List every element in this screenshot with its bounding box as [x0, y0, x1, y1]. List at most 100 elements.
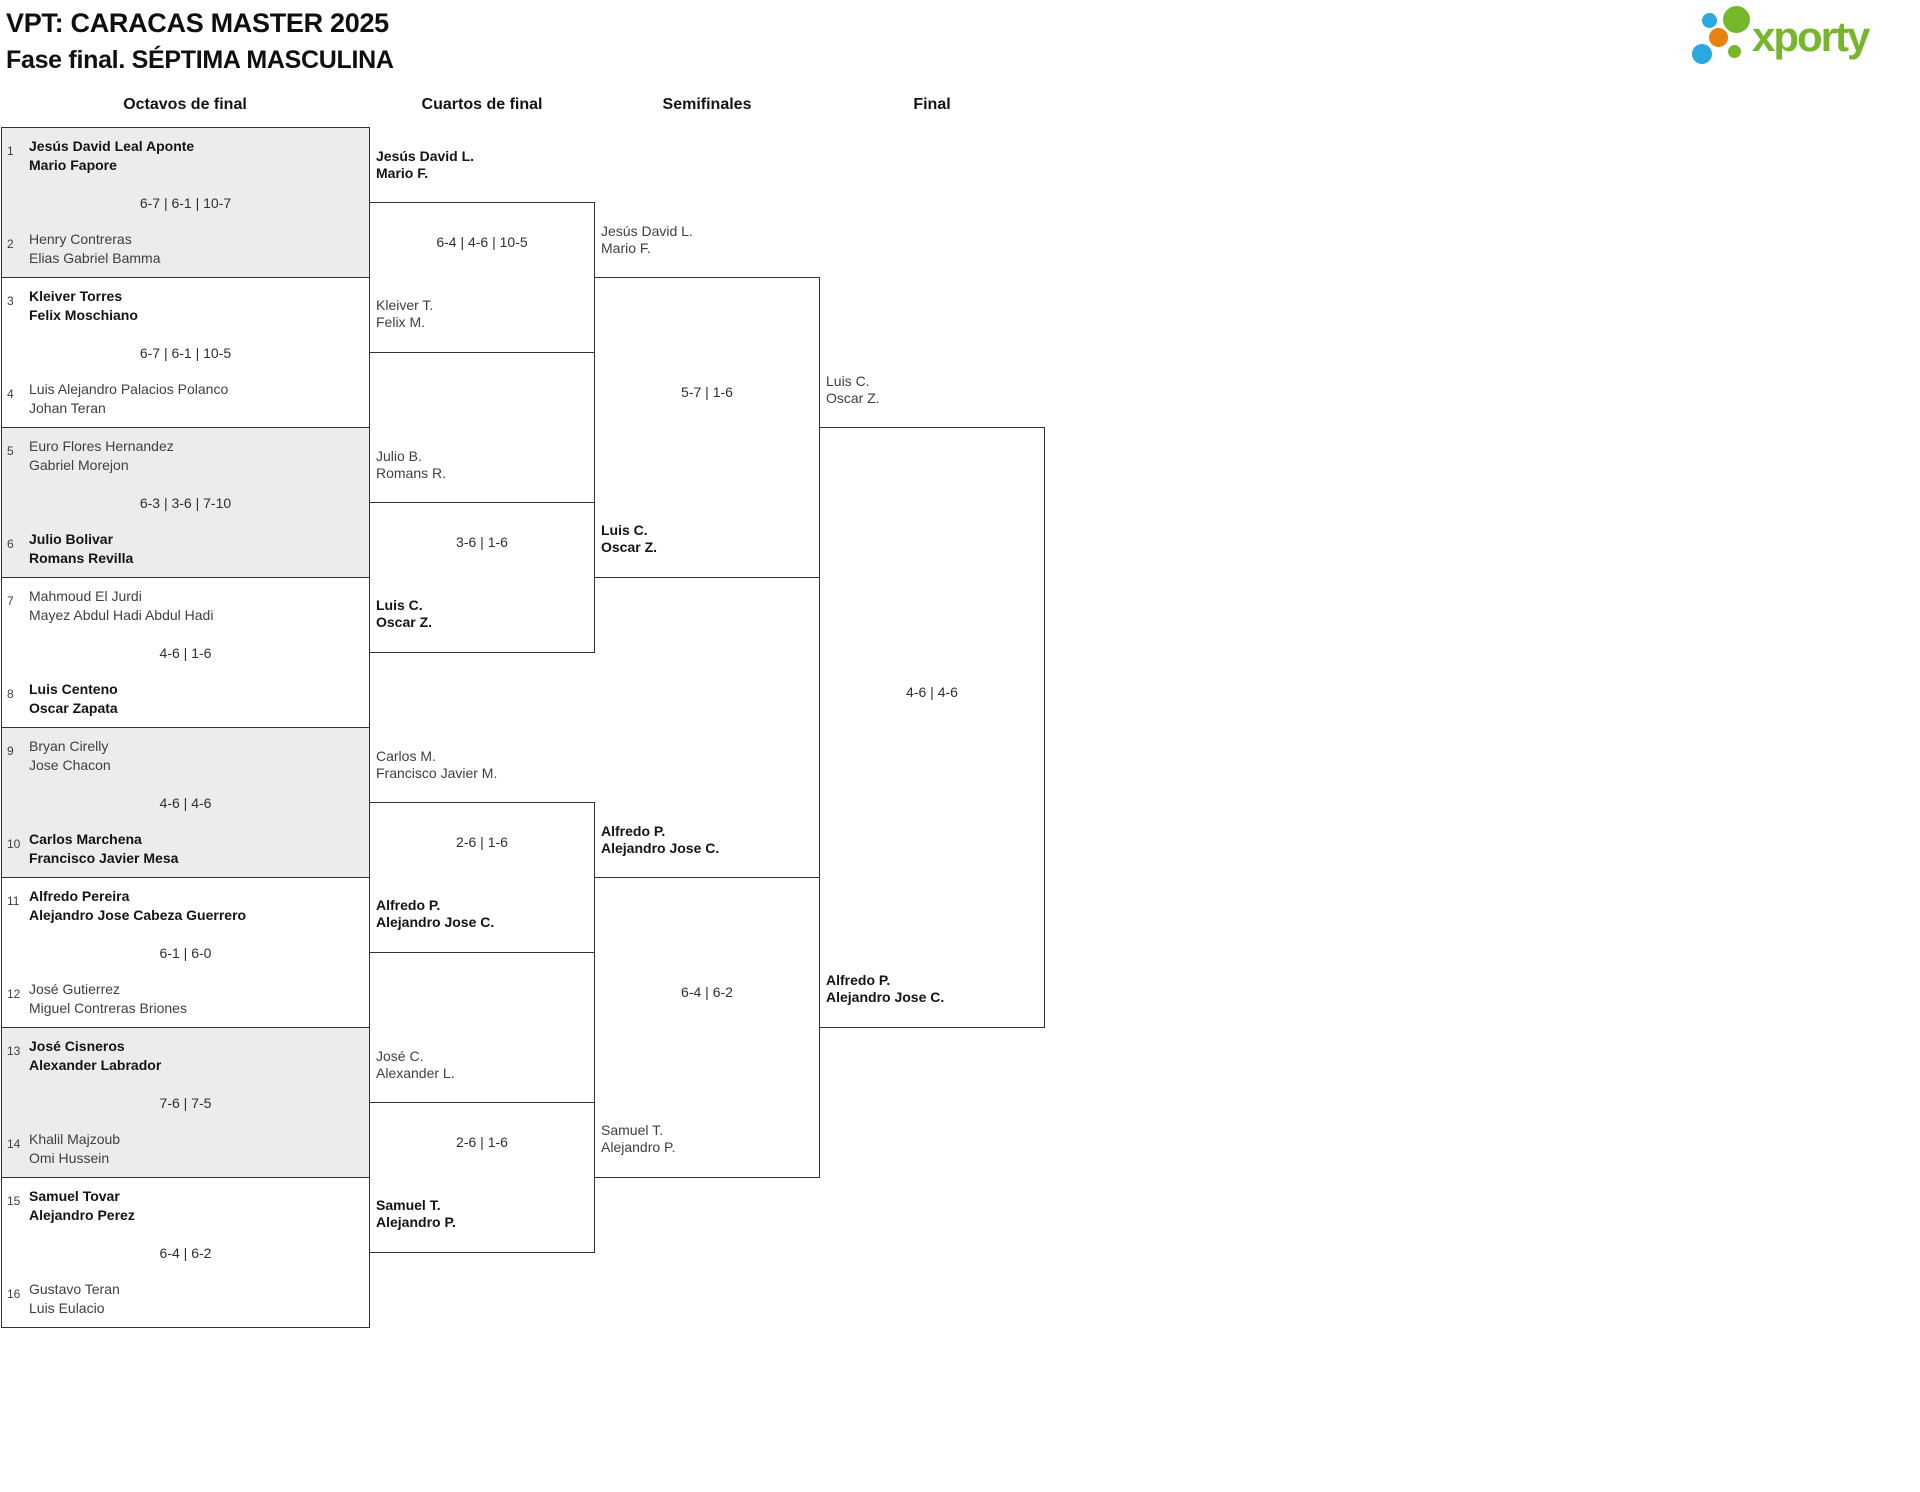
team-pair: Julio Bolivar Romans Revilla: [29, 530, 363, 568]
team-pair: Samuel T. Alejandro P.: [376, 1197, 456, 1231]
match-score: 2-6 | 1-6: [456, 1133, 508, 1150]
team-pair: Henry Contreras Elias Gabriel Bamma: [29, 230, 363, 268]
player-name: Kleiver T.: [376, 297, 434, 313]
player-name: Omi Hussein: [29, 1150, 110, 1166]
player-name: Gustavo Teran: [29, 1281, 120, 1297]
seed-number: 16: [7, 1287, 21, 1301]
logo-dot-icon: [1702, 13, 1717, 28]
team-pair: Alfredo P. Alejandro Jose C.: [376, 897, 494, 931]
player-name: Kleiver Torres: [29, 288, 123, 304]
player-name: Henry Contreras: [29, 231, 132, 247]
team-pair: Mahmoud El Jurdi Mayez Abdul Hadi Abdul …: [29, 587, 363, 625]
match-score: 6-4 | 4-6 | 10-5: [436, 233, 528, 250]
team-pair: Bryan Cirelly Jose Chacon: [29, 737, 363, 775]
r16-match-4: 7 Mahmoud El Jurdi Mayez Abdul Hadi Abdu…: [1, 577, 370, 728]
player-name: José C.: [376, 1048, 424, 1064]
player-name: Mario F.: [601, 240, 651, 256]
r16-match-3: 5 Euro Flores Hernandez Gabriel Morejon …: [1, 427, 370, 578]
seed-number: 12: [7, 987, 21, 1001]
seed-number: 13: [7, 1044, 21, 1058]
seed-number: 6: [7, 537, 14, 551]
player-name: Romans Revilla: [29, 550, 134, 566]
team-pair: Julio B. Romans R.: [376, 448, 446, 482]
team-pair: Alfredo P. Alejandro Jose C.: [826, 972, 944, 1006]
player-name: Luis C.: [376, 597, 423, 613]
team-pair: Khalil Majzoub Omi Hussein: [29, 1130, 363, 1168]
player-name: Luis Alejandro Palacios Polanco: [29, 381, 229, 397]
player-name: Euro Flores Hernandez: [29, 438, 174, 454]
player-name: Alejandro Jose C.: [826, 989, 945, 1005]
logo-dot-icon: [1728, 45, 1741, 58]
player-name: Gabriel Morejon: [29, 457, 129, 473]
match-score: 4-6 | 4-6: [906, 683, 958, 700]
team-pair: Luis C. Oscar Z.: [601, 522, 657, 556]
player-name: Alejandro Jose Cabeza Guerrero: [29, 907, 247, 923]
player-name: Francisco Javier Mesa: [29, 850, 179, 866]
player-name: Alexander L.: [376, 1065, 455, 1081]
player-name: José Gutierrez: [29, 981, 121, 997]
player-name: Julio Bolivar: [29, 531, 114, 547]
team-pair: Carlos M. Francisco Javier M.: [376, 748, 497, 782]
player-name: Samuel Tovar: [29, 1188, 120, 1204]
team-pair: José Gutierrez Miguel Contreras Briones: [29, 980, 363, 1018]
xporty-logo: xporty: [1690, 4, 1915, 66]
player-name: Alfredo P.: [376, 897, 441, 913]
player-name: Oscar Z.: [826, 390, 880, 406]
team-pair: Gustavo Teran Luis Eulacio: [29, 1280, 363, 1318]
player-name: Alejandro P.: [601, 1139, 676, 1155]
player-name: Alejandro Jose C.: [376, 914, 495, 930]
match-score: 4-6 | 4-6: [159, 794, 212, 811]
seed-number: 14: [7, 1137, 21, 1151]
player-name: Luis C.: [826, 373, 870, 389]
qf-match-3: Carlos M. Francisco Javier M. 2-6 | 1-6 …: [369, 748, 595, 953]
player-name: Alfredo Pereira: [29, 888, 130, 904]
team-pair: Euro Flores Hernandez Gabriel Morejon: [29, 437, 363, 475]
match-score: 7-6 | 7-5: [159, 1094, 212, 1111]
column-header-cuartos: Cuartos de final: [421, 96, 543, 113]
match-score: 6-4 | 6-2: [681, 983, 733, 1000]
player-name: Oscar Z.: [376, 614, 433, 630]
match-score: 6-3 | 3-6 | 7-10: [139, 494, 232, 511]
player-name: Jesús David L.: [601, 223, 693, 239]
player-name: Alejandro P.: [376, 1214, 456, 1230]
player-name: Bryan Cirelly: [29, 738, 109, 754]
player-name: Mahmoud El Jurdi: [29, 588, 142, 604]
qf-match-2: Julio B. Romans R. 3-6 | 1-6 Luis C. Osc…: [369, 448, 595, 653]
player-name: Miguel Contreras Briones: [29, 1000, 187, 1016]
team-pair: Jesús David L. Mario F.: [376, 148, 474, 182]
seed-number: 2: [7, 237, 14, 251]
player-name: Alfredo P.: [601, 823, 666, 839]
player-name: Carlos Marchena: [29, 831, 142, 847]
player-name: Luis Eulacio: [29, 1300, 105, 1316]
seed-number: 3: [7, 294, 14, 308]
player-name: Alejandro Perez: [29, 1207, 135, 1223]
qf-match-1: Jesús David L. Mario F. 6-4 | 4-6 | 10-5…: [369, 148, 595, 353]
player-name: Alejandro Jose C.: [601, 840, 720, 856]
team-pair: Alfredo P. Alejandro Jose C.: [601, 823, 719, 857]
match-score: 6-1 | 6-0: [159, 944, 212, 961]
player-name: Oscar Zapata: [29, 700, 118, 716]
player-name: Jesús David Leal Aponte: [29, 138, 195, 154]
player-name: José Cisneros: [29, 1038, 125, 1054]
player-name: Francisco Javier M.: [376, 765, 498, 781]
match-score: 5-7 | 1-6: [681, 383, 733, 400]
r16-match-8: 15 Samuel Tovar Alejandro Perez 6-4 | 6-…: [1, 1177, 370, 1328]
team-pair: Luis C. Oscar Z.: [376, 597, 432, 631]
player-name: Mario F.: [376, 165, 429, 181]
r16-match-5: 9 Bryan Cirelly Jose Chacon 4-6 | 4-6 10…: [1, 727, 370, 878]
team-pair: José C. Alexander L.: [376, 1048, 455, 1082]
player-name: Luis C.: [601, 522, 648, 538]
match-score: 3-6 | 1-6: [456, 533, 508, 550]
player-name: Samuel T.: [376, 1197, 441, 1213]
seed-number: 11: [7, 894, 20, 908]
player-name: Khalil Majzoub: [29, 1131, 121, 1147]
r16-match-7: 13 José Cisneros Alexander Labrador 7-6 …: [1, 1027, 370, 1178]
player-name: Jose Chacon: [29, 757, 111, 773]
logo-dot-icon: [1692, 44, 1712, 64]
sf-match-2: Alfredo P. Alejandro Jose C. 6-4 | 6-2 S…: [594, 823, 820, 1178]
seed-number: 10: [7, 837, 21, 851]
logo-dot-icon: [1723, 6, 1750, 33]
player-name: Jesús David L.: [376, 148, 475, 164]
column-header-final: Final: [913, 96, 951, 113]
seed-number: 8: [7, 687, 14, 701]
